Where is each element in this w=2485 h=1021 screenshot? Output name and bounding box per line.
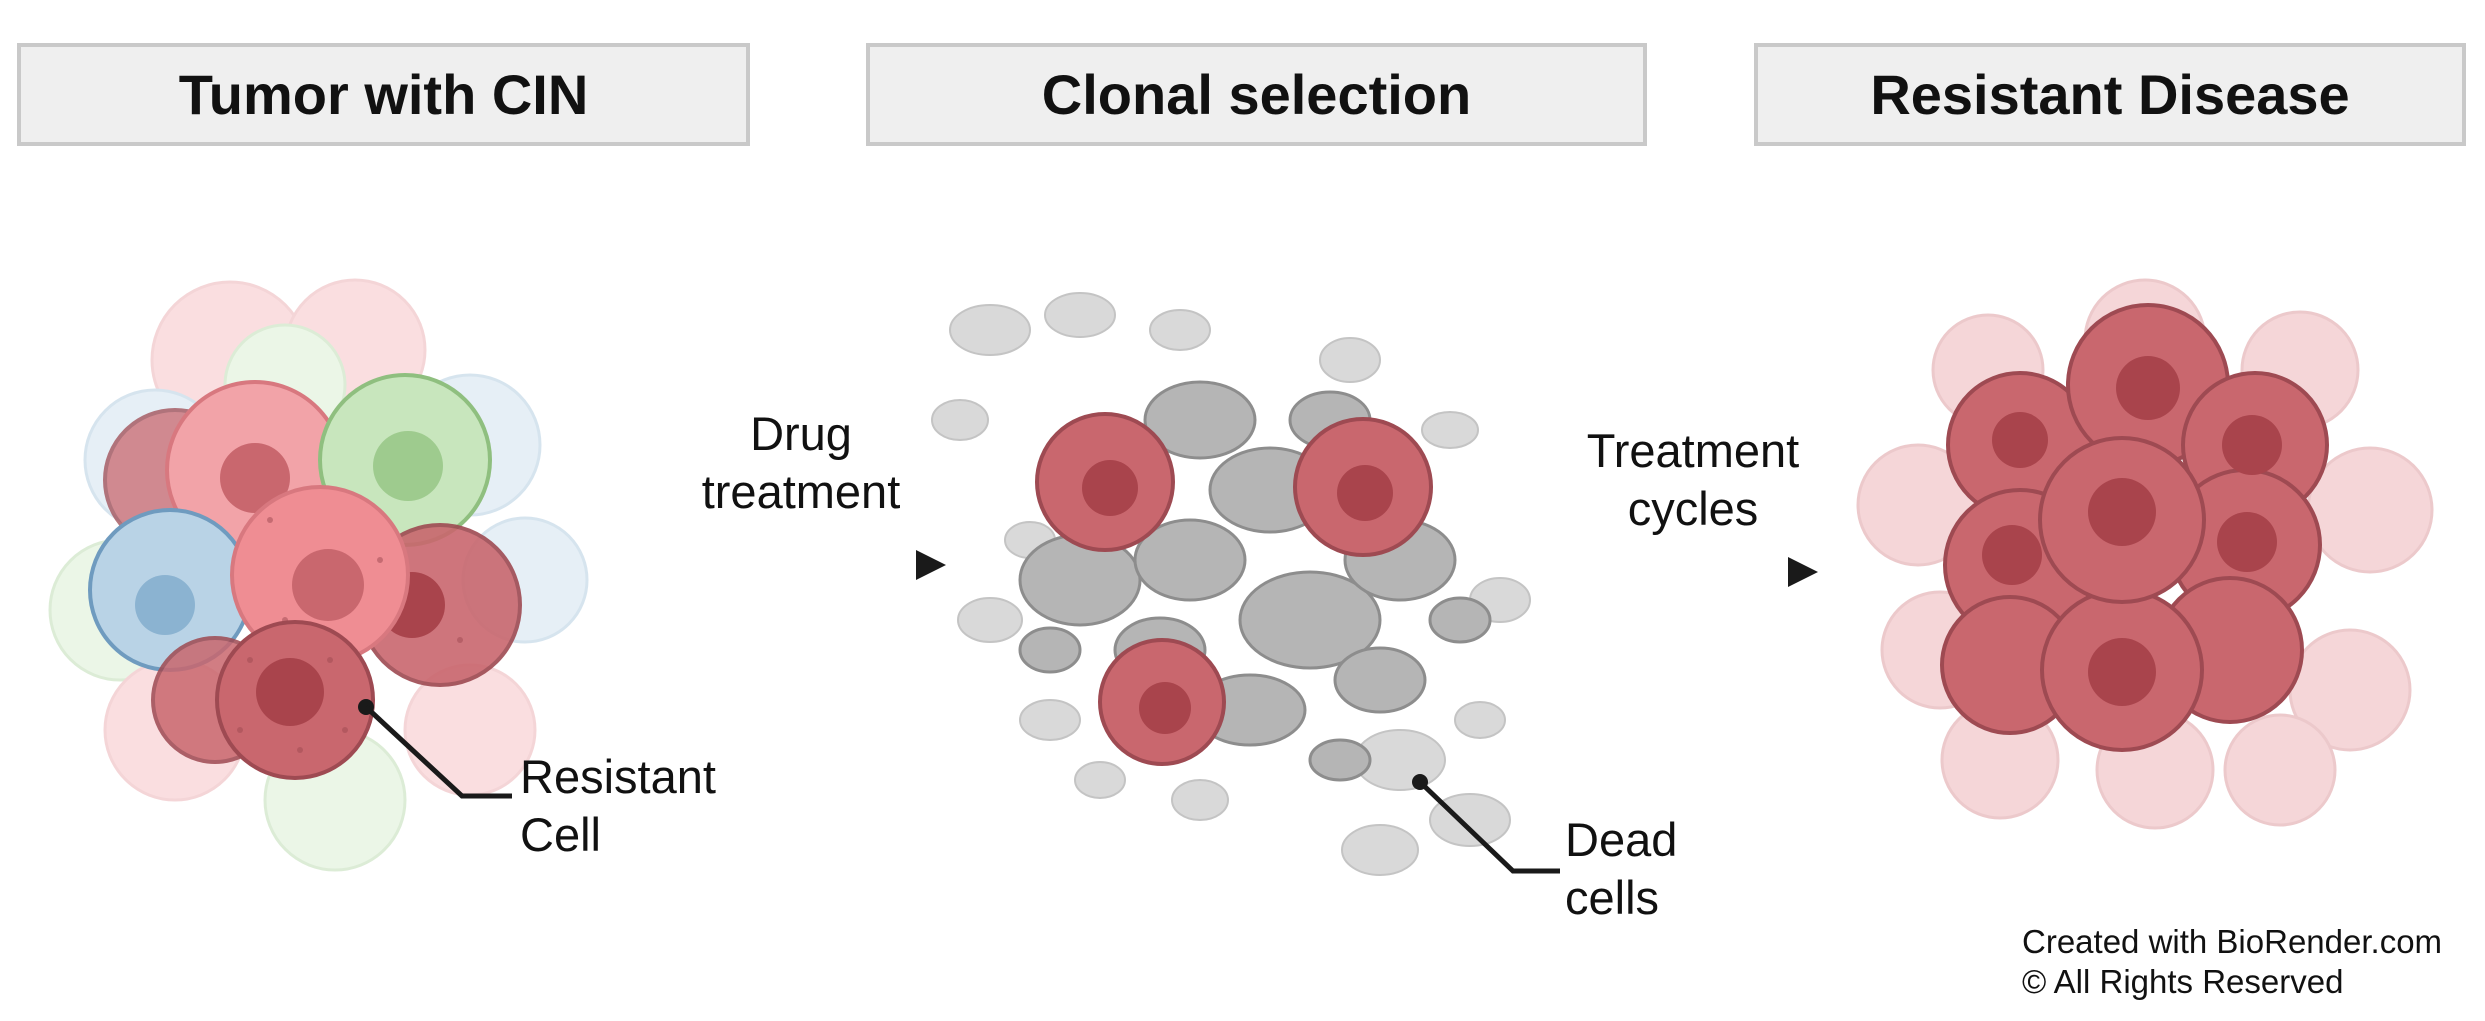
stage-header-clonal-selection: Clonal selection [866,43,1647,146]
drug-treatment-label: Drug treatment [701,407,901,518]
dead-cells-callout [1412,774,1560,874]
stage-title: Clonal selection [1041,63,1472,126]
tumor-with-cin-cluster [48,278,589,872]
resistant-disease-cluster [1856,278,2434,830]
treatment-cycles-label: Treatment cycles [1586,424,1800,535]
stage-title: Resistant Disease [1870,63,2350,126]
resistant-cell-callout [358,699,512,799]
stage-header-tumor: Tumor with CIN [17,43,750,146]
dead-cells-label: Dead cells [1565,813,1678,924]
clonal-selection-cluster [931,292,1531,876]
stage-header-resistant-disease: Resistant Disease [1754,43,2466,146]
stage-title: Tumor with CIN [178,63,589,126]
resistant-cell-label: Resistant Cell [520,750,716,861]
biorender-credit: Created with BioRender.com © All Rights … [2022,923,2443,1000]
